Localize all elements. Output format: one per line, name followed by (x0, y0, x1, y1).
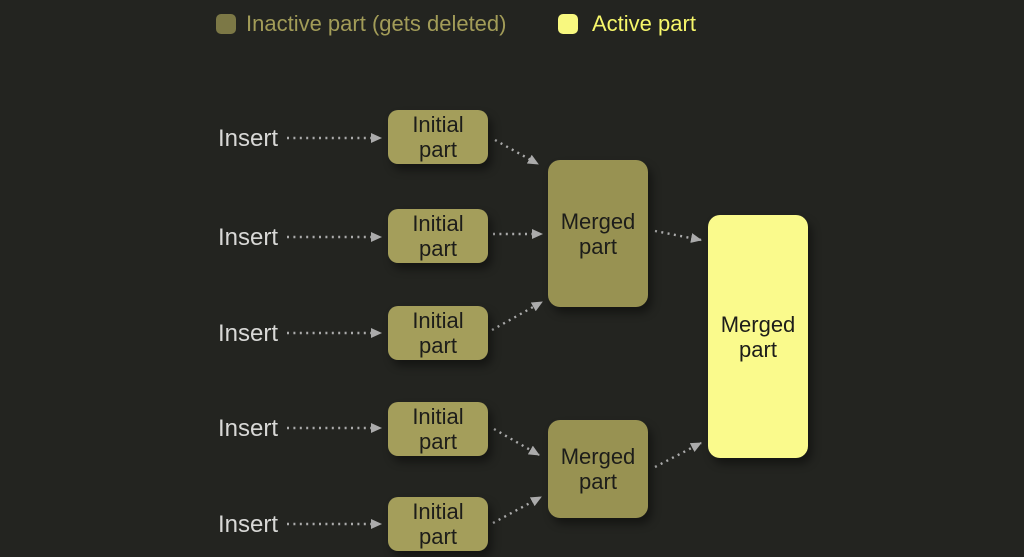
insert-label-4: Insert (218, 415, 279, 442)
initial-part-label-line2: part (419, 137, 457, 162)
initial-part-label-line1: Initial (412, 112, 464, 137)
initial-part-label-line2: part (419, 524, 457, 549)
merge-arrow-initial3-merged1 (491, 300, 543, 332)
merge-arrow-initial1-merged1 (494, 138, 539, 166)
insert-label-1: Insert (218, 125, 279, 152)
merge-arrow-initial5-merged2 (492, 495, 542, 525)
merge-arrow-merged2-final (654, 441, 702, 469)
insert-label-3: Insert (218, 320, 279, 347)
initial-part-box-1: Initial part (388, 110, 488, 164)
inactive-part-legend-label: Inactive part (gets deleted) (246, 11, 507, 36)
initial-part-box-3: Initial part (388, 306, 488, 360)
initial-part-box-5: Initial part (388, 497, 488, 551)
inactive-part-swatch (216, 14, 236, 34)
active-part-legend-label: Active part (592, 11, 696, 36)
merged-part-label-line2: part (579, 469, 617, 494)
merge-arrow-initial4-merged2 (493, 427, 540, 457)
merged-part-label-line1: Merged (560, 208, 636, 234)
merged-part-label-line1: Merged (720, 311, 796, 337)
initial-part-box-4: Initial part (388, 402, 488, 456)
initial-part-label-line1: Initial (412, 308, 464, 333)
merge-arrow-merged1-final (654, 229, 702, 243)
initial-part-label-line2: part (419, 236, 457, 261)
merged-part-box-1: Merged part (548, 160, 648, 307)
insert-label-2: Insert (218, 224, 279, 251)
merged-part-label-line2: part (739, 336, 777, 362)
merged-part-box-2: Merged part (548, 420, 648, 518)
initial-part-label-line1: Initial (412, 499, 464, 524)
merged-part-label-line1: Merged (560, 444, 636, 469)
initial-part-label-line2: part (419, 333, 457, 358)
initial-part-label-line1: Initial (412, 211, 464, 236)
merged-part-label-line2: part (579, 233, 617, 259)
initial-part-label-line1: Initial (412, 404, 464, 429)
active-part-swatch (558, 14, 578, 34)
final-merged-part-box: Merged part (708, 215, 808, 458)
insert-label-5: Insert (218, 511, 279, 538)
initial-part-box-2: Initial part (388, 209, 488, 263)
initial-part-label-line2: part (419, 429, 457, 454)
